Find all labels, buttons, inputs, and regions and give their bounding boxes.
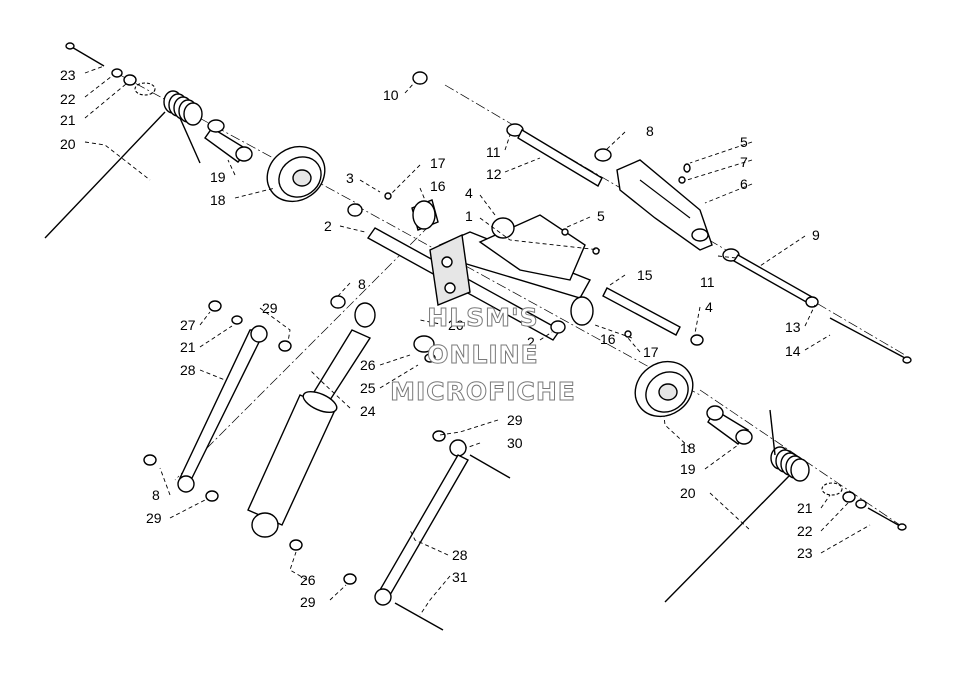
callout-22-left: 22: [60, 91, 76, 107]
callout-22-right: 22: [797, 523, 813, 539]
spacer-16-lower: [570, 296, 594, 326]
callout-30: 30: [507, 435, 523, 451]
callout-16-lower: 16: [600, 331, 616, 347]
callout-28-right: 28: [452, 547, 468, 563]
callout-2-left: 2: [324, 218, 332, 234]
torsion-spring-left: [44, 90, 203, 239]
callout-16-upper: 16: [430, 178, 446, 194]
callout-4-lower: 4: [705, 299, 713, 315]
callout-20-left: 20: [60, 136, 76, 152]
idler-wheel-right: [634, 360, 694, 418]
callout-29-lower-left: 29: [146, 510, 162, 526]
callout-29-right-upper: 29: [507, 412, 523, 428]
right-link: [343, 430, 511, 631]
callout-2-right: 2: [527, 334, 535, 350]
callout-18-right: 18: [680, 440, 696, 456]
watermark: HLSM'S ONLINE MICROFICHE: [390, 303, 576, 407]
callout-3: 3: [346, 170, 354, 186]
spacer-tube-right: [706, 405, 753, 445]
watermark-line-1: HLSM'S: [427, 303, 538, 332]
leader-lines: [84, 65, 871, 616]
callout-6: 6: [740, 176, 748, 192]
callout-10: 10: [383, 87, 399, 103]
callout-7: 7: [740, 154, 748, 170]
callout-23-right: 23: [797, 545, 813, 561]
callout-29-upper-left: 29: [262, 300, 278, 316]
callout-5-upper: 5: [740, 134, 748, 150]
callout-9: 9: [812, 227, 820, 243]
callout-11-lower: 11: [700, 274, 715, 290]
callout-25: 25: [360, 380, 376, 396]
callout-numbers: 23 22 21 20 19 18 10 11 12 8 5 7 6 9 3 1…: [60, 67, 820, 610]
callout-19-left: 19: [210, 169, 226, 185]
torsion-spring-right: [664, 409, 810, 603]
callout-8-lower-left: 8: [152, 487, 160, 503]
spacer-tube-left: [204, 119, 253, 163]
callout-21-left: 21: [60, 112, 76, 128]
callout-4-upper: 4: [465, 185, 473, 201]
callout-24: 24: [360, 403, 376, 419]
spacer-16-upper: [411, 199, 439, 231]
callout-21-link: 21: [180, 339, 196, 355]
callout-21-right: 21: [797, 500, 813, 516]
callout-1: 1: [465, 208, 473, 224]
callout-13: 13: [785, 319, 801, 335]
watermark-line-3: MICROFICHE: [390, 377, 576, 406]
front-shaft-assembly: [347, 192, 704, 346]
callout-17-upper: 17: [430, 155, 446, 171]
callout-18-left: 18: [210, 192, 226, 208]
callout-26-center: 26: [448, 317, 464, 333]
callout-8-shock: 8: [358, 276, 366, 292]
rear-shaft-assembly: [412, 71, 912, 364]
idler-wheel-left: [266, 145, 326, 203]
callout-23-left: 23: [60, 67, 76, 83]
callout-17-lower: 17: [643, 344, 659, 360]
callout-28-left: 28: [180, 362, 196, 378]
callout-29-bottom: 29: [300, 594, 316, 610]
callout-11-upper: 11: [486, 144, 501, 160]
callout-26-bottom: 26: [300, 572, 316, 588]
right-spring-assembly: [634, 360, 907, 603]
callout-8-upper: 8: [646, 123, 654, 139]
shock-absorber: [247, 295, 436, 551]
callout-12: 12: [486, 166, 502, 182]
left-link: [143, 300, 292, 502]
watermark-line-2: ONLINE: [427, 340, 538, 369]
callout-19-right: 19: [680, 461, 696, 477]
callout-14: 14: [785, 343, 801, 359]
callout-5-middle: 5: [597, 208, 605, 224]
bracket: [616, 159, 713, 251]
callout-27: 27: [180, 317, 196, 333]
callout-31: 31: [452, 569, 468, 585]
swing-arm: [429, 214, 591, 306]
callout-15: 15: [637, 267, 653, 283]
left-spring-assembly: [44, 42, 326, 239]
callout-20-right: 20: [680, 485, 696, 501]
callout-26-shock: 26: [360, 357, 376, 373]
